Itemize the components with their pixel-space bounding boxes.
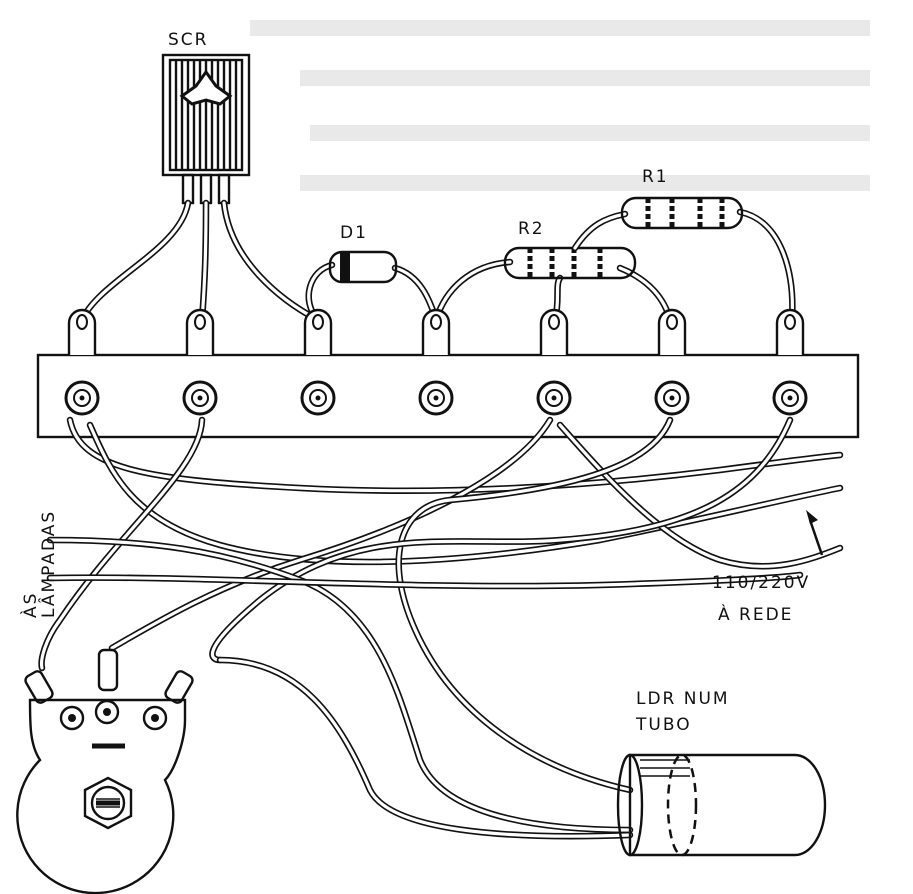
ldr-tube xyxy=(616,753,827,857)
d1-label: D1 xyxy=(340,223,368,243)
rede-label: À REDE xyxy=(718,603,793,625)
terminal-3 xyxy=(300,308,336,416)
terminal-6 xyxy=(654,308,690,416)
terminal-2 xyxy=(182,308,218,416)
lampadas-label-line2: LÂMPADAS xyxy=(37,510,59,618)
ldr-label-line1: LDR NUM xyxy=(636,689,730,709)
scr-mounting-hole xyxy=(179,69,233,106)
lampadas-label-group: ÀS LÂMPADAS xyxy=(19,510,59,618)
potentiometer-lugs xyxy=(24,648,194,704)
terminal-lugs xyxy=(64,308,808,416)
scr-heatsink-fins xyxy=(174,60,238,170)
wire-bundle xyxy=(38,416,844,840)
resistor-r1 xyxy=(571,196,796,324)
potentiometer xyxy=(16,648,194,894)
diode-d1 xyxy=(305,250,440,324)
terminal-5 xyxy=(536,308,572,416)
bleed-through-texture xyxy=(250,20,870,191)
r1-label: R1 xyxy=(642,167,669,187)
voltage-label: 110/220V xyxy=(712,573,810,593)
scr-label: SCR xyxy=(168,30,208,50)
terminal-1 xyxy=(64,308,100,416)
lampadas-label-line1: ÀS xyxy=(19,592,41,618)
r2-label: R2 xyxy=(518,219,545,239)
scr-leads xyxy=(78,199,322,324)
terminal-4 xyxy=(418,308,454,416)
ldr-label-line2: TUBO xyxy=(635,715,692,735)
scr-component xyxy=(161,53,251,205)
potentiometer-nut xyxy=(83,776,133,830)
mains-arrow xyxy=(806,510,824,556)
terminal-7 xyxy=(772,308,808,416)
